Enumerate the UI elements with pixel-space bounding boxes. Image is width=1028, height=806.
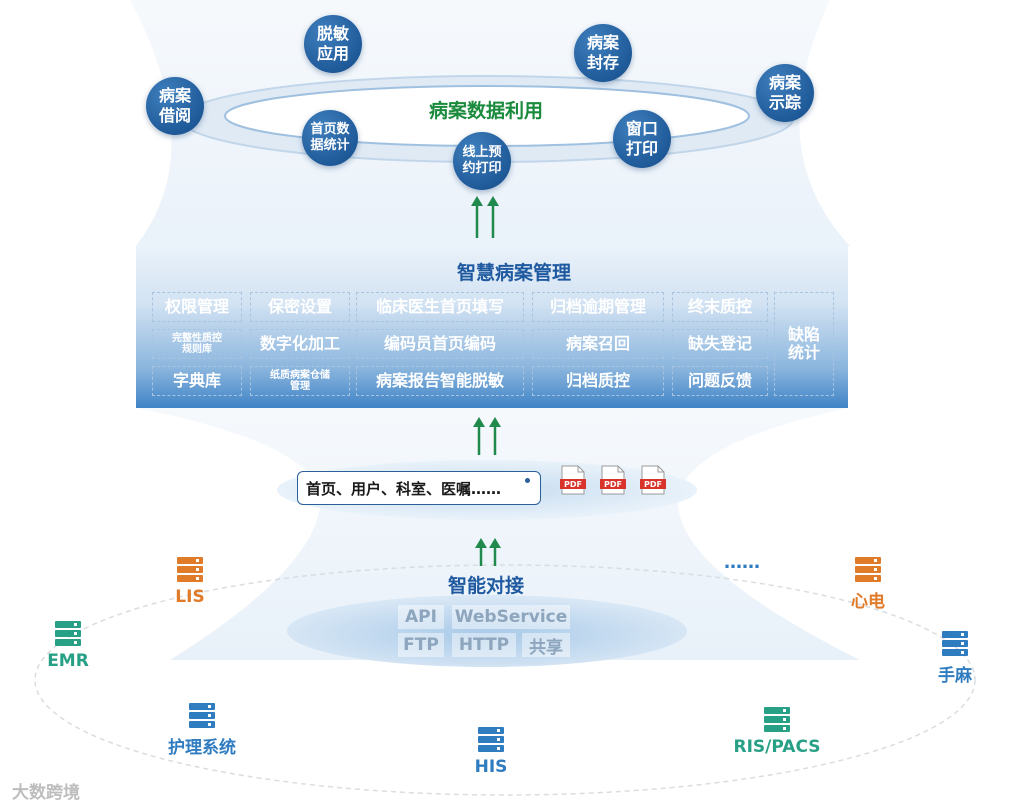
pdf-label: PDF [644,480,662,489]
systems-orbit [34,564,976,796]
system-nursing: 护理系统 [152,703,252,758]
data-source-bar: 首页、用户、科室、医嘱…… [297,471,541,505]
system-ecg: 心电 [838,557,898,612]
circle-deidentify: 脱敏 应用 [304,15,362,73]
cell-archive-qc: 归档质控 [532,366,664,396]
cell-permission: 权限管理 [152,292,242,322]
pdf-icon: PDF [640,465,666,495]
system-label: 护理系统 [168,738,236,758]
system-ris-pacs: RIS/PACS [722,707,832,757]
cell-report-deidentify: 病案报告智能脱敏 [356,366,524,396]
protocol-ftp: FTP [398,633,444,657]
protocol-http: HTTP [452,633,516,657]
arrow-data [479,545,497,566]
protocol-webservice: WebService [452,605,570,629]
system-label: RIS/PACS [733,737,821,757]
pdf-icon: PDF [560,465,586,495]
cell-coder-homepage: 编码员首页编码 [356,329,524,359]
connect-title: 智能对接 [447,575,524,597]
cell-defect-stats: 缺陷 统计 [774,292,834,396]
protocol-api: API [398,605,444,629]
data-bar-dot [525,478,530,483]
circle-borrow: 病案 借阅 [146,77,204,135]
protocol-pool [287,595,687,667]
system-emr: EMR [38,621,98,671]
management-title: 智慧病案管理 [456,262,571,284]
circle-homepage-stats: 首页数 据统计 [302,110,358,166]
system-label: 手麻 [938,666,972,686]
cell-paper-storage: 纸质病案仓储 管理 [250,366,350,396]
circle-seal: 病案 封存 [574,24,632,82]
cell-digitization: 数字化加工 [250,329,350,359]
server-icon [942,631,968,656]
arrow-usage [475,203,495,238]
circle-window-print: 窗口 打印 [613,110,671,168]
pdf-icon: PDF [600,465,626,495]
server-icon [855,557,881,582]
cell-dictionary: 字典库 [152,366,242,396]
cell-clinician-homepage: 临床医生首页填写 [356,292,524,322]
usage-title: 病案数据利用 [428,100,543,122]
system-label: LIS [175,587,205,607]
more-systems: …… [724,552,760,573]
circle-online-print: 线上预 约打印 [453,132,511,190]
cell-confidential: 保密设置 [250,292,350,322]
system-lis: LIS [165,557,215,607]
cell-feedback: 问题反馈 [672,366,768,396]
circle-trace: 病案 示踪 [756,64,814,122]
data-source-text: 首页、用户、科室、医嘱…… [306,479,502,498]
server-icon [189,703,215,728]
server-icon [177,557,203,582]
server-icon [478,727,504,752]
watermark: 大数跨境 [12,783,80,803]
cell-overdue: 归档逾期管理 [532,292,664,322]
server-icon [764,707,790,732]
system-label: HIS [474,757,508,777]
pdf-label: PDF [604,480,622,489]
cell-final-qc: 终末质控 [672,292,768,322]
system-anesthesia: 手麻 [925,631,985,686]
system-his: HIS [466,727,516,777]
management-panel [136,246,848,408]
cell-completeness-rules: 完整性质控 规则库 [152,329,242,359]
server-icon [55,621,81,646]
protocol-share: 共享 [522,633,570,658]
arrow-management [477,424,497,455]
system-label: EMR [47,651,89,671]
cell-missing-register: 缺失登记 [672,329,768,359]
pdf-label: PDF [564,480,582,489]
cell-recall: 病案召回 [532,329,664,359]
system-label: 心电 [851,592,885,612]
